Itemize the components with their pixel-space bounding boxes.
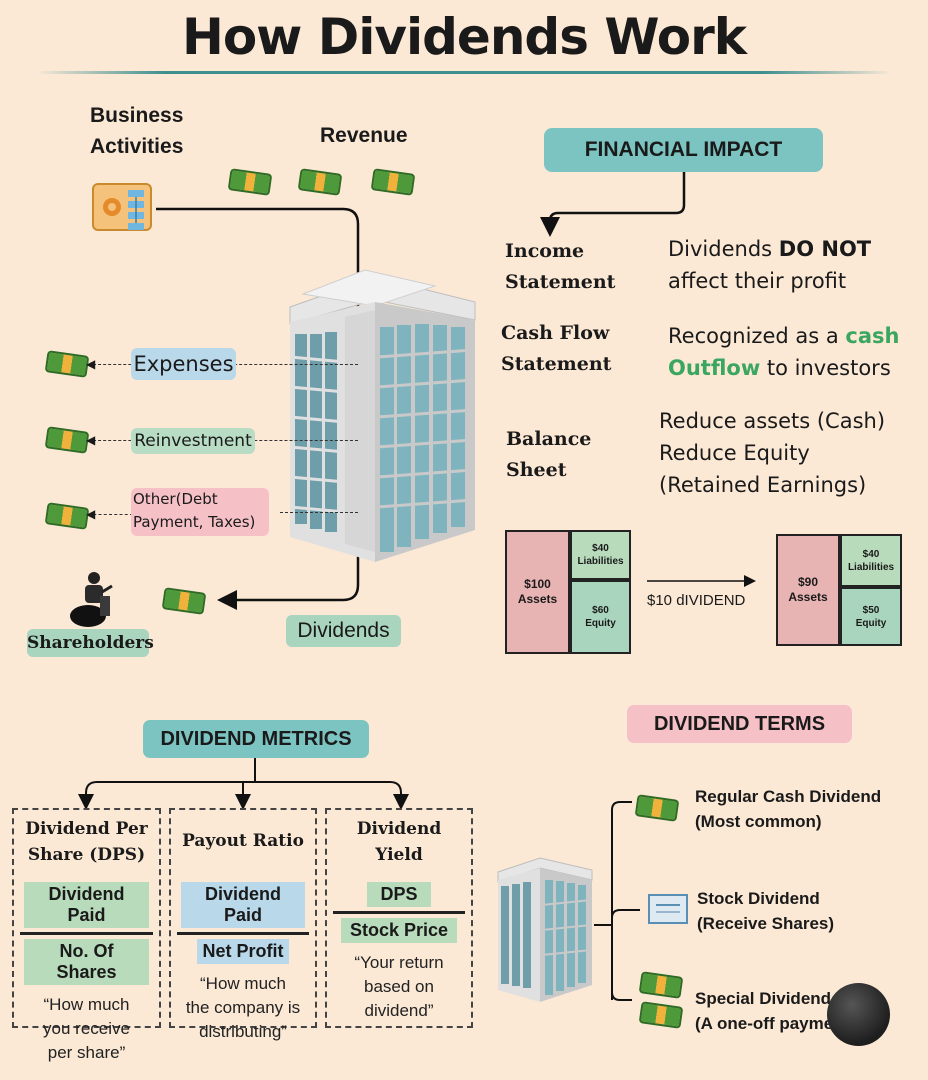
- yield-numerator: DPS: [367, 882, 431, 907]
- fraction-bar: [333, 911, 465, 914]
- payout-ratio-metric-box: Payout Ratio Dividend Paid Net Profit “H…: [169, 808, 317, 1041]
- payout-denominator: Net Profit: [197, 939, 289, 964]
- shareholders-label: Shareholders: [27, 629, 154, 657]
- page-title: How Dividends Work: [181, 8, 747, 66]
- after-liabilities-box: $40 Liabilities: [840, 534, 902, 587]
- balance-sheet-text: Reduce assets (Cash) Reduce Equity (Reta…: [659, 409, 886, 497]
- payout-ratio-title: Payout Ratio: [182, 831, 304, 851]
- stock-certificate-icon: [648, 894, 688, 924]
- after-assets-box: $90 Assets: [776, 534, 840, 646]
- yield-quote: “Your return based on dividend”: [354, 953, 444, 1020]
- cash-text-green: cash Outflow: [668, 324, 900, 380]
- reinvestment-label: Reinvestment: [131, 428, 255, 454]
- income-statement-label: Income Statement: [505, 240, 616, 293]
- cash-text-post: to investors: [760, 356, 891, 380]
- before-equity-box: $60 Equity: [570, 580, 631, 654]
- balance-sheet-label: Balance Sheet: [506, 428, 592, 481]
- before-liabilities-box: $40 Liabilities: [570, 530, 631, 580]
- other-label: Other(Debt Payment, Taxes): [131, 488, 269, 536]
- office-building-icon: [285, 262, 480, 567]
- business-activities-label: Business Activities: [90, 104, 184, 158]
- other-dashed-line: [88, 514, 133, 515]
- dividend-metrics-header: DIVIDEND METRICS: [143, 720, 369, 758]
- dividend-terms-header: DIVIDEND TERMS: [627, 705, 852, 743]
- financial-impact-header: FINANCIAL IMPACT: [544, 128, 823, 172]
- yield-title: Dividend Yield: [356, 819, 442, 865]
- dps-denominator: No. Of Shares: [24, 939, 149, 985]
- income-text-post: affect their profit: [668, 269, 847, 293]
- dividends-label: Dividends: [286, 615, 401, 647]
- after-equity-box: $50 Equity: [840, 587, 902, 646]
- income-text-bold: DO NOT: [778, 237, 872, 261]
- term-stock-dividend: Stock Dividend (Receive Shares): [697, 889, 835, 933]
- fraction-bar: [20, 932, 153, 935]
- dps-title: Dividend Per Share (DPS): [25, 819, 148, 865]
- dps-numerator: Dividend Paid: [24, 882, 149, 928]
- expenses-label: Expenses: [131, 348, 236, 380]
- yield-denominator: Stock Price: [341, 918, 457, 943]
- other-dashed-line-right: [280, 512, 358, 513]
- payout-quote: “How much the company is distributing”: [185, 974, 301, 1041]
- income-text-pre: Dividends: [668, 237, 779, 261]
- before-assets-box: $100 Assets: [505, 530, 570, 654]
- dps-metric-box: Dividend Per Share (DPS) Dividend Paid N…: [12, 808, 161, 1062]
- dps-quote: “How much you receive per share”: [43, 995, 130, 1062]
- cash-text-pre: Recognized as a: [668, 324, 846, 348]
- shareholder-person-icon: [68, 570, 118, 628]
- office-building-icon: [495, 850, 595, 1005]
- arrow-head-icon: ◀: [86, 433, 96, 447]
- dividend-yield-metric-box: Dividend Yield DPS Stock Price “Your ret…: [325, 808, 473, 1028]
- cash-flow-text: Recognized as a cash Outflow to investor…: [668, 320, 923, 384]
- gear-flowchart-icon: [92, 182, 154, 238]
- income-statement-text: Dividends DO NOT affect their profit: [668, 233, 918, 297]
- arrow-head-icon: ◀: [86, 357, 96, 371]
- cash-flow-statement-label: Cash Flow Statement: [501, 322, 612, 375]
- obscuring-blob: [827, 983, 890, 1046]
- title-divider: [36, 71, 892, 74]
- term-regular-cash-dividend: Regular Cash Dividend (Most common): [695, 787, 882, 831]
- arrow-head-icon: ◀: [86, 507, 96, 521]
- dividend-arrow-label: $10 dIVIDEND: [647, 592, 746, 609]
- fraction-bar: [177, 932, 309, 935]
- payout-numerator: Dividend Paid: [181, 882, 305, 928]
- revenue-label: Revenue: [320, 124, 408, 147]
